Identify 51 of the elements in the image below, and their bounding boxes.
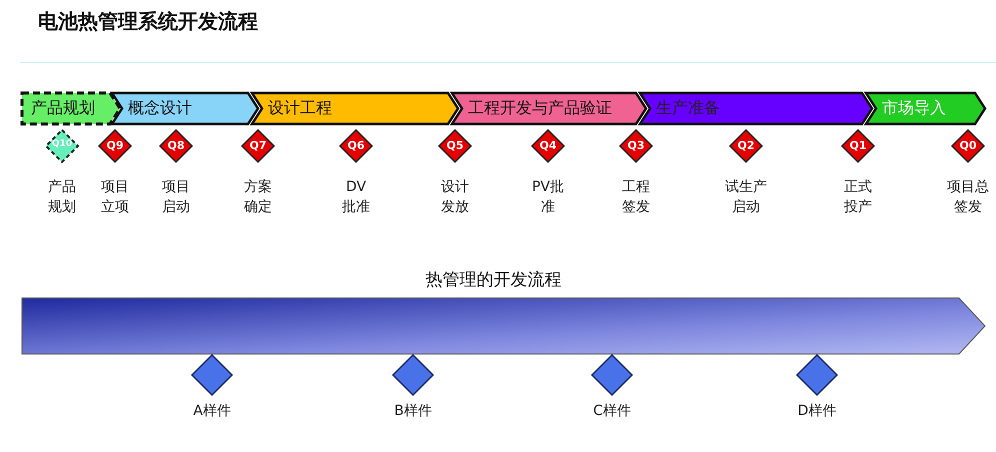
milestone-label: 项目启动 [161,178,191,217]
gate-code: Q10 [50,139,74,149]
phase-segment [640,93,872,124]
phase-label: 概念设计 [128,98,192,119]
milestone-label: 方案确定 [243,178,273,217]
gate-diamond [46,130,78,162]
gate-diamond [842,130,874,162]
milestone-label: 正式投产 [843,178,873,217]
milestone-label: 设计发放 [440,178,470,217]
phase-label: 生产准备 [656,98,720,119]
phase-label: 工程开发与产品验证 [468,98,612,119]
gate-code: Q7 [248,139,268,152]
phase-segment [112,93,258,124]
gate-code: Q9 [105,139,124,152]
milestone-label: 试生产启动 [724,178,768,217]
band-heading: 热管理的开发流程 [424,269,562,291]
milestone-label: 项目立项 [100,178,130,217]
gate-diamond [99,130,131,162]
milestone-label: 工程签发 [621,178,651,217]
gate-code: Q4 [538,139,558,152]
milestone-label: DV批准 [341,178,371,217]
gate-code: Q8 [166,139,186,152]
gate-code: Q3 [626,139,646,152]
phase-segment [22,93,120,124]
gate-diamond [730,130,762,162]
gate-diamond [952,130,984,162]
phase-label: 设计工程 [268,98,332,119]
gate-code: Q6 [346,139,366,152]
phase-label: 产品规划 [31,98,95,119]
gate-diamond [242,130,274,162]
gate-diamond [160,130,192,162]
gate-code: Q1 [848,139,868,152]
gate-diamond [620,130,652,162]
gate-diamond [439,130,471,162]
sample-label: A样件 [192,402,232,421]
milestone-label: PV批准 [531,178,565,217]
sample-label: B样件 [393,402,433,421]
gate-diamond [340,130,372,162]
gate-code: Q0 [958,139,978,152]
gate-diamond [532,130,564,162]
sample-label: D样件 [796,402,838,421]
page-title: 电池热管理系统开发流程 [38,8,258,35]
sample-label: C样件 [592,402,632,421]
milestone-label: 项目总签发 [946,178,990,217]
gate-code: Q5 [445,139,464,152]
phase-label: 市场导入 [882,98,946,119]
phase-segment [252,93,458,124]
gate-code: Q2 [736,139,756,152]
phase-segment [452,93,646,124]
phase-segment [866,93,985,124]
milestone-label: 产品规划 [47,178,77,217]
